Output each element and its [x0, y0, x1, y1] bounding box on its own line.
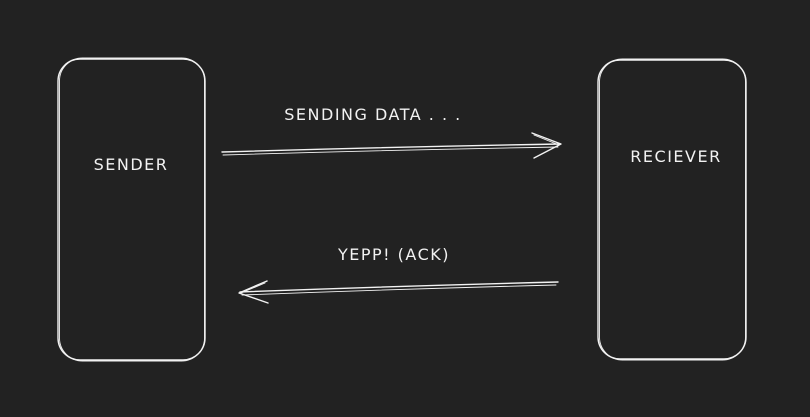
- ack-arrow-label: YEPP! (ACK): [337, 245, 450, 264]
- receiver-box: [597, 58, 747, 361]
- receiver-label: RECIEVER: [630, 147, 721, 166]
- ack-arrow: [238, 280, 559, 304]
- data-arrow-label: SENDING DATA . . .: [284, 105, 461, 124]
- sender-box: [57, 57, 206, 362]
- sender-label: SENDER: [94, 155, 169, 174]
- data-arrow: [221, 132, 562, 159]
